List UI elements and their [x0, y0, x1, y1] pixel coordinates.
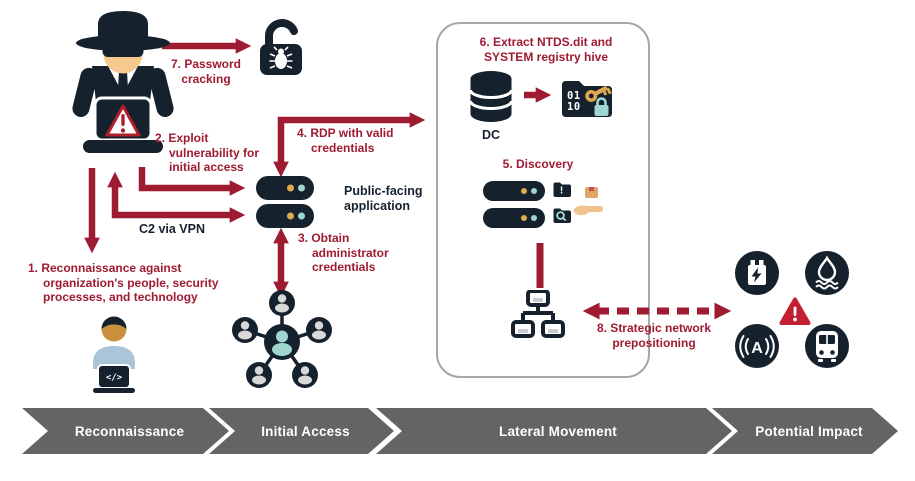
developer-icon: </> [93, 316, 135, 393]
dc-label: DC [481, 128, 501, 142]
stage-chevron-reconnaissance: Reconnaissance [22, 408, 229, 454]
people-node [232, 290, 332, 388]
server-led-gold [521, 215, 527, 221]
server-led-teal [531, 215, 537, 221]
public-facing-label: Public-facing application [344, 184, 423, 214]
lateral-movement-box [436, 22, 650, 378]
lock-icon [594, 97, 609, 116]
step-4-label: 4. RDP with valid credentials [297, 126, 394, 155]
arrow-rdp-valid-credentials [273, 112, 426, 178]
network-topology-icon [511, 290, 565, 338]
server-led-gold [287, 184, 294, 192]
server-led-gold [521, 188, 527, 194]
stage-label: Potential Impact [755, 423, 863, 439]
step-7-label: 7. Password cracking [170, 57, 242, 86]
hacker-icon [72, 11, 174, 153]
discovery-server-icon [483, 181, 545, 201]
public-facing-server-icon [256, 204, 314, 228]
server-led-teal [531, 188, 537, 194]
key-icon [585, 86, 612, 102]
server-led-teal [298, 184, 305, 192]
magnifier-icon [556, 211, 565, 220]
power-icon [735, 251, 779, 295]
step-2-label: 2. Exploit vulnerability for initial acc… [155, 131, 260, 175]
step-8-label: 8. Strategic network prepositioning [596, 321, 712, 350]
stage-chevron-initial-access: Initial Access [209, 408, 394, 454]
stage-chevron-potential-impact: Potential Impact [712, 408, 898, 454]
bug-icon [269, 46, 293, 69]
binary-line-2: 10 [567, 101, 581, 113]
c2-channel-label: C2 via VPN [139, 222, 206, 236]
binary-folder-icon: 01 10 [562, 81, 612, 117]
arrow-exploit-vulnerability [138, 167, 246, 196]
hand-box-icon [574, 187, 603, 215]
server-led-teal [298, 212, 305, 220]
transport-icon [805, 324, 849, 368]
stage-label: Reconnaissance [74, 423, 185, 439]
stage-label: Lateral Movement [499, 423, 617, 439]
svg-text:A: A [751, 340, 763, 357]
code-glyph: </> [106, 373, 123, 383]
folder-alert-icon: ! [553, 182, 571, 197]
database-dc-icon [469, 71, 513, 122]
unlocked-padlock-bug-icon [260, 19, 302, 75]
server-led-gold [287, 212, 294, 220]
discovery-server-icon [483, 208, 545, 228]
arrow-c2-via-vpn [107, 171, 246, 223]
people-network-icon [232, 290, 332, 388]
stage-label: Initial Access [261, 423, 350, 439]
binary-line-1: 01 [567, 90, 581, 102]
warning-triangle-icon [779, 297, 811, 325]
step-3-label: 3. Obtain administrator credentials [298, 231, 389, 275]
public-facing-server-icon [256, 176, 314, 200]
step-5-label: 5. Discovery [502, 157, 574, 171]
step-1-label: 1. Reconnaissance against organization's… [28, 261, 219, 305]
step-6-label: 6. Extract NTDS.dit and SYSTEM registry … [479, 35, 613, 64]
communications-icon: A [735, 324, 779, 368]
folder-search-icon [553, 208, 571, 223]
water-icon [805, 251, 849, 295]
stage-chevron-lateral-movement: Lateral Movement [376, 408, 732, 454]
svg-text:!: ! [560, 186, 563, 197]
